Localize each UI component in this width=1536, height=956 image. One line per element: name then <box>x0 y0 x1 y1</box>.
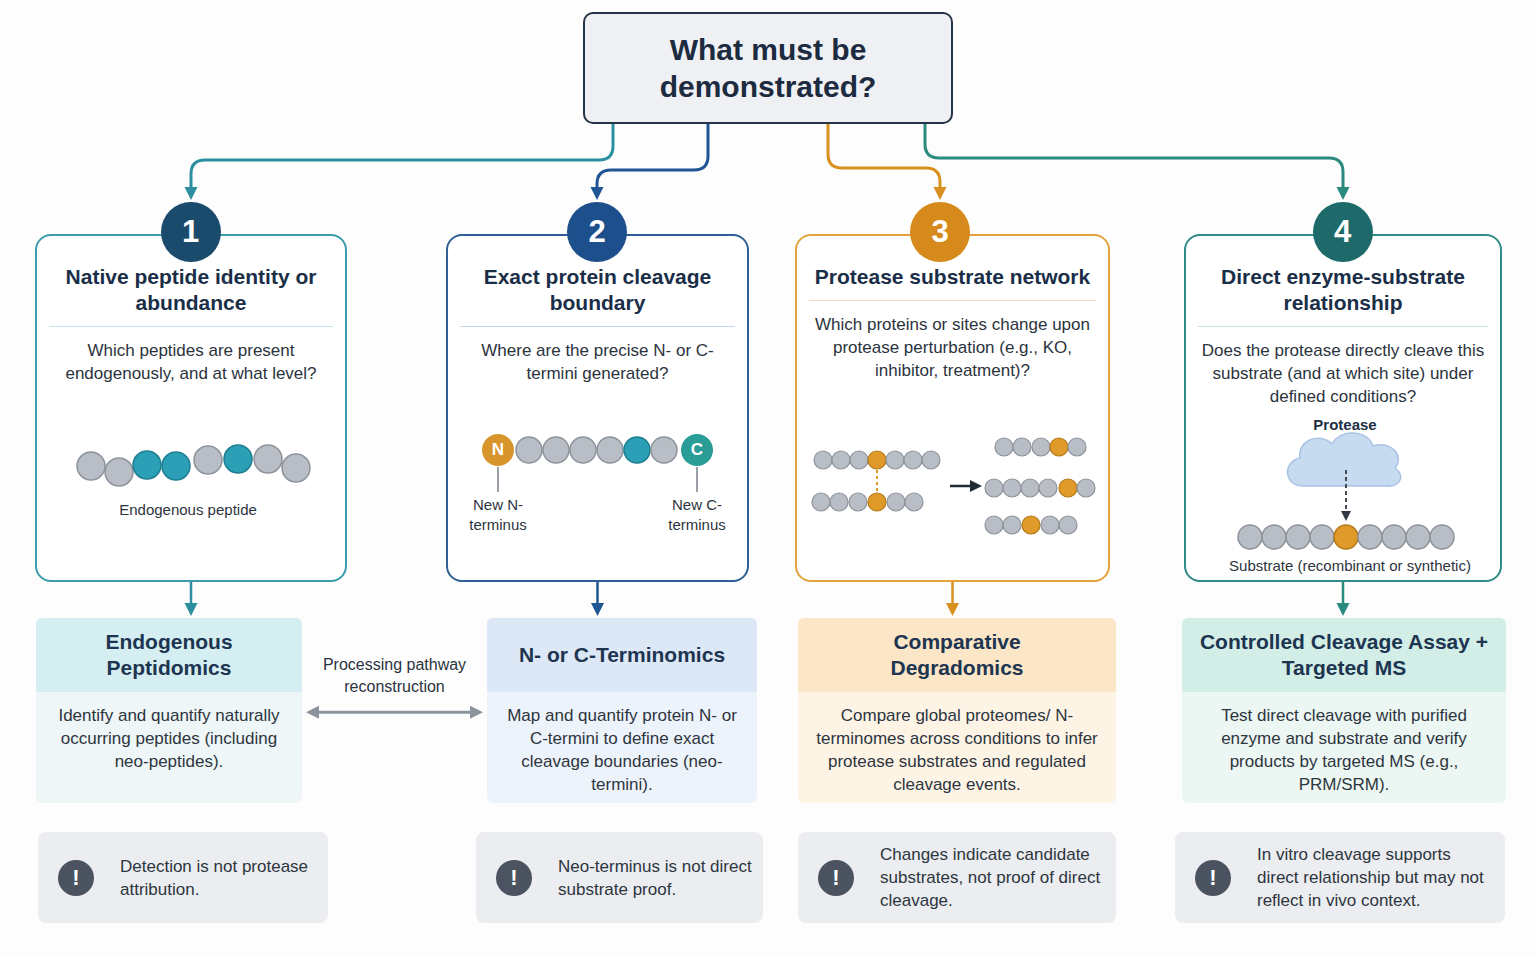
step-badge: 4 <box>1313 202 1373 262</box>
step-number: 2 <box>588 215 605 249</box>
method-title: N- or C-Terminomics <box>487 618 757 692</box>
connector <box>185 582 198 616</box>
connector <box>946 582 959 616</box>
panel-question: Does the protease directly cleave this s… <box>1200 339 1486 408</box>
connector-line <box>191 124 613 192</box>
connector <box>306 706 483 719</box>
caption-label: Endogenous peptide <box>88 500 288 520</box>
connector-line <box>925 124 1343 192</box>
step-badge: 1 <box>161 202 221 262</box>
method-title: Endogenous Peptidomics <box>36 618 302 692</box>
caveat-text: Changes indicate candidate substrates, n… <box>880 843 1106 912</box>
connector <box>591 582 604 616</box>
arrow-head <box>306 706 319 719</box>
connector-line <box>596 582 599 608</box>
caveat-box: Changes indicate candidate substrates, n… <box>798 832 1116 923</box>
arrow-head <box>591 187 604 200</box>
step-badge: 2 <box>567 202 627 262</box>
warning-icon: ! <box>1195 860 1231 896</box>
step-number: 1 <box>182 215 199 249</box>
arrow-head <box>1337 187 1350 200</box>
terminus-letter: N <box>492 440 504 460</box>
connector-line <box>314 711 475 714</box>
caveat-box: Detection is not protease attribution.! <box>38 832 328 923</box>
connector-line <box>597 124 708 192</box>
method-box: Endogenous PeptidomicsIdentify and quant… <box>36 618 302 803</box>
caption-label: Substrate (recombinant or synthetic) <box>1200 556 1500 576</box>
connector-line <box>951 582 954 608</box>
arrow-head <box>185 187 198 200</box>
panel-title: Native peptide identity or abundance <box>49 264 333 327</box>
arrow-head <box>470 706 483 719</box>
terminus-circle: N <box>482 434 514 466</box>
connector <box>1337 582 1350 616</box>
arrow-head <box>591 603 604 616</box>
question-title: What must be demonstrated? <box>609 31 927 105</box>
panel-question: Which proteins or sites change upon prot… <box>811 313 1094 382</box>
edge-label: Processing pathway reconstruction <box>305 654 485 698</box>
caveat-box: Neo-terminus is not direct substrate pro… <box>476 832 763 923</box>
connector <box>828 124 947 200</box>
warning-icon: ! <box>496 860 532 896</box>
method-box: Comparative DegradomicsCompare global pr… <box>798 618 1116 803</box>
method-text: Test direct cleavage with purified enzym… <box>1182 692 1506 796</box>
caption-label: New N-terminus <box>452 495 544 535</box>
panel-title: Protease substrate network <box>809 264 1096 301</box>
arrow-head <box>185 603 198 616</box>
method-box: N- or C-TerminomicsMap and quantify prot… <box>487 618 757 803</box>
warning-icon: ! <box>58 860 94 896</box>
question-panel: Native peptide identity or abundanceWhic… <box>35 234 347 582</box>
step-number: 4 <box>1334 215 1351 249</box>
panel-title: Direct enzyme-substrate relationship <box>1198 264 1488 327</box>
arrow-head <box>946 603 959 616</box>
connector <box>591 124 709 200</box>
warning-icon: ! <box>818 860 854 896</box>
question-panel: Protease substrate networkWhich proteins… <box>795 234 1110 582</box>
connector-line <box>1342 582 1345 608</box>
terminus-letter: C <box>691 440 703 460</box>
caveat-box: In vitro cleavage supports direct relati… <box>1175 832 1505 923</box>
warning-mark: ! <box>1209 866 1216 890</box>
question-panel: Direct enzyme-substrate relationshipDoes… <box>1184 234 1502 582</box>
step-badge: 3 <box>910 202 970 262</box>
panel-question: Which peptides are present endogenously,… <box>51 339 331 385</box>
method-box: Controlled Cleavage Assay + Targeted MST… <box>1182 618 1506 803</box>
arrow-head <box>934 187 947 200</box>
connector <box>925 124 1350 200</box>
method-title: Controlled Cleavage Assay + Targeted MS <box>1182 618 1506 692</box>
panel-question: Where are the precise N- or C-termini ge… <box>462 339 733 385</box>
connector-line <box>828 124 940 192</box>
caveat-text: Neo-terminus is not direct substrate pro… <box>558 855 753 901</box>
method-text: Map and quantify protein N- or C-termini… <box>487 692 757 796</box>
warning-mark: ! <box>510 866 517 890</box>
question-box: What must be demonstrated? <box>583 12 953 124</box>
caveat-text: In vitro cleavage supports direct relati… <box>1257 843 1495 912</box>
step-number: 3 <box>931 215 948 249</box>
panel-title: Exact protein cleavage boundary <box>460 264 735 327</box>
connector <box>185 124 614 200</box>
method-title: Comparative Degradomics <box>798 618 1116 692</box>
terminus-circle: C <box>681 434 713 466</box>
caption-label: New C-terminus <box>651 495 743 535</box>
warning-mark: ! <box>72 866 79 890</box>
warning-mark: ! <box>832 866 839 890</box>
caveat-text: Detection is not protease attribution. <box>120 855 318 901</box>
arrow-head <box>1337 603 1350 616</box>
caption-label: Protease <box>1285 415 1405 435</box>
connector-line <box>190 582 193 608</box>
method-text: Identify and quantify naturally occurrin… <box>36 692 302 773</box>
method-text: Compare global proteomes/ N-terminomes a… <box>798 692 1116 796</box>
